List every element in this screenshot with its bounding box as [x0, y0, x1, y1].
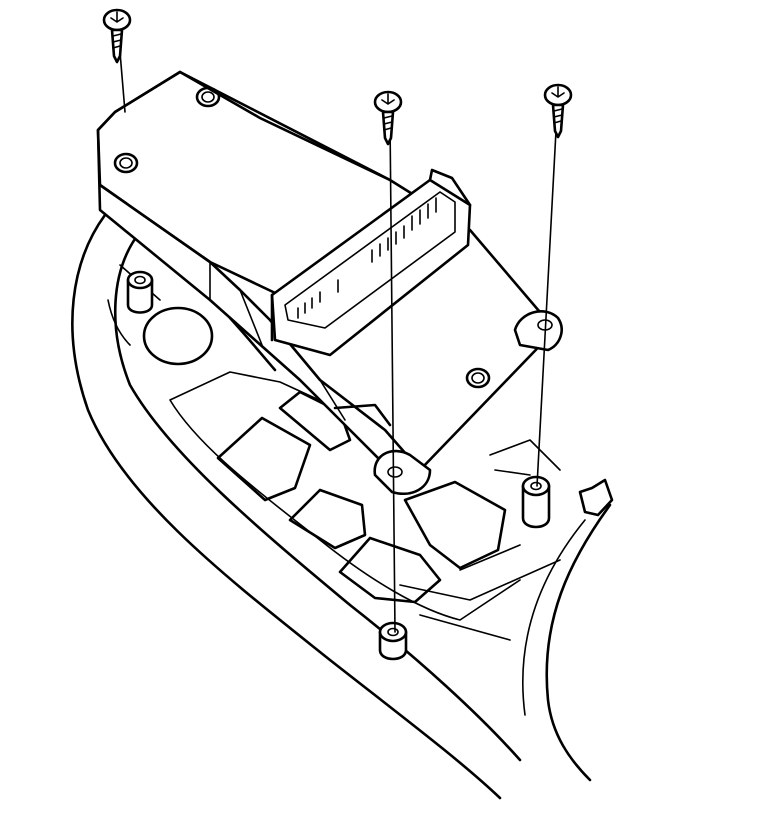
module-lip	[228, 316, 392, 427]
opening-1	[216, 416, 312, 502]
boss-left	[126, 270, 154, 314]
connector-icon	[270, 168, 472, 357]
opening-4	[338, 536, 442, 604]
module-hole-2	[113, 152, 139, 174]
opening-5	[403, 480, 507, 570]
screw-center	[373, 90, 403, 633]
screw-icon	[102, 8, 132, 64]
boss-center	[378, 621, 408, 661]
module-hole-3	[465, 367, 491, 389]
panel-right-inner	[522, 519, 586, 716]
module-ear-right	[513, 310, 563, 352]
panel-slot	[489, 439, 561, 476]
screw-right	[536, 83, 573, 487]
switch-openings	[216, 390, 561, 641]
panel-round-hole	[142, 306, 214, 366]
console-panel	[71, 213, 614, 800]
screw-icon	[373, 90, 403, 146]
panel-outer-edge	[71, 213, 502, 800]
module-hole-1	[195, 86, 221, 108]
panel-inner-edge	[113, 230, 522, 762]
connector-pins	[297, 197, 437, 319]
opening-3	[288, 488, 367, 550]
boss-right	[521, 475, 551, 529]
connector-face	[270, 168, 472, 342]
panel-divider	[399, 544, 561, 641]
connector-inner	[284, 191, 456, 329]
module-edge-line	[209, 261, 346, 421]
screw-left	[102, 8, 132, 113]
panel-right-edge	[545, 503, 612, 782]
panel-tab	[578, 478, 614, 517]
screw-icon	[543, 83, 573, 139]
